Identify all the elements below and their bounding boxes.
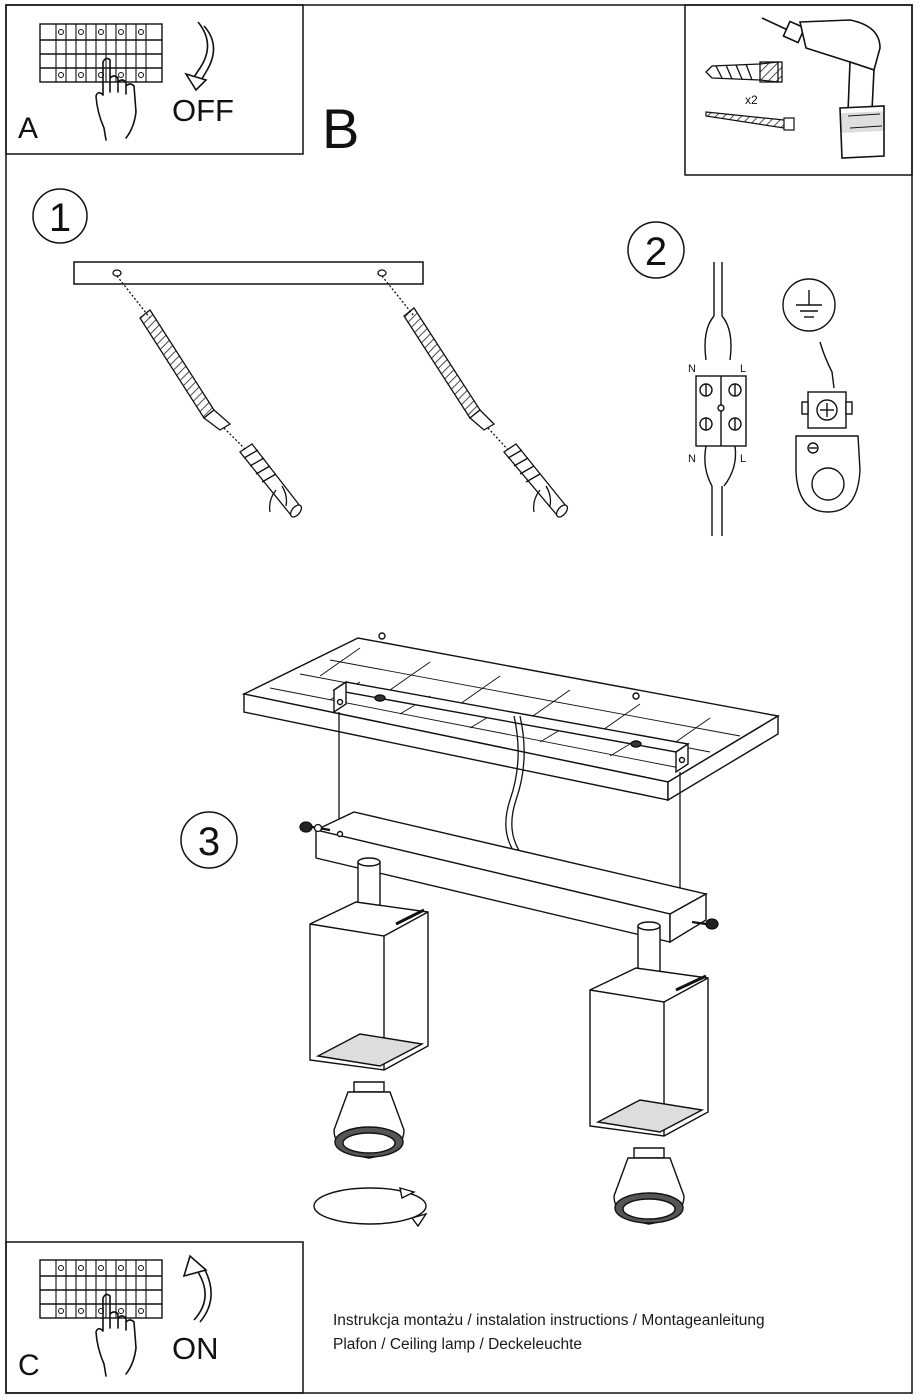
- step-2-number: 2: [645, 230, 667, 274]
- terminal-l-top: L: [740, 363, 746, 375]
- screw-icon: [705, 111, 795, 131]
- ground-terminal-icon: [795, 391, 861, 513]
- step-3-number: 3: [198, 820, 220, 864]
- count-label: x2: [745, 93, 758, 107]
- arrow-up-icon: [193, 1267, 212, 1323]
- terminal-n-bottom: N: [688, 453, 696, 465]
- rotate-arrow-icon: [313, 1187, 428, 1228]
- terminal-block: [695, 262, 747, 536]
- wall-plug-icon: [705, 61, 783, 83]
- power-cable: [338, 712, 681, 890]
- step-2-wiring: 2 N L N L: [627, 221, 861, 536]
- drill-icon: [761, 17, 885, 159]
- caption-line-1: Instrukcja montażu / instalation instruc…: [333, 1312, 765, 1329]
- step-1-number: 1: [49, 196, 71, 240]
- off-label: OFF: [172, 93, 234, 128]
- arrow-down-icon: [191, 21, 209, 81]
- outer-frame: [5, 4, 913, 1394]
- hand-icon: [95, 57, 137, 141]
- step-3-fixture-assembly: 3: [180, 632, 780, 1228]
- lamp-body-bar: [313, 811, 708, 944]
- screw-side-right: [691, 918, 719, 930]
- caption-line-2: Plafon / Ceiling lamp / Deckeleuchte: [333, 1336, 582, 1353]
- mounting-bar: [73, 261, 424, 285]
- panel-b-letter: B: [322, 97, 359, 160]
- panel-a-switch-off: A OFF: [5, 4, 304, 155]
- step-2-badge: [627, 221, 685, 279]
- breaker-panel-icon: [39, 23, 163, 83]
- screw-and-plug-right: [381, 275, 569, 518]
- breaker-panel-icon: [39, 1259, 163, 1319]
- step-1-ceiling-fixing: 1: [32, 188, 569, 518]
- step-1-badge: [32, 188, 88, 244]
- terminal-n-top: N: [688, 363, 696, 375]
- screw-side-left: [299, 821, 331, 833]
- panel-a-letter: A: [18, 112, 38, 145]
- panel-c-letter: C: [18, 1349, 40, 1382]
- ground-icon: [782, 278, 836, 389]
- spotlight-left: [309, 857, 429, 1159]
- hand-icon: [95, 1293, 137, 1377]
- mounting-bar-installed: [332, 680, 690, 774]
- spotlight-right: [589, 921, 709, 1225]
- step-3-badge: [180, 811, 238, 869]
- terminal-l-bottom: L: [740, 453, 746, 465]
- panel-c-switch-on: C ON: [5, 1241, 304, 1394]
- tools-panel: x2: [684, 4, 913, 176]
- screw-and-plug-left: [116, 275, 303, 518]
- on-label: ON: [172, 1331, 219, 1366]
